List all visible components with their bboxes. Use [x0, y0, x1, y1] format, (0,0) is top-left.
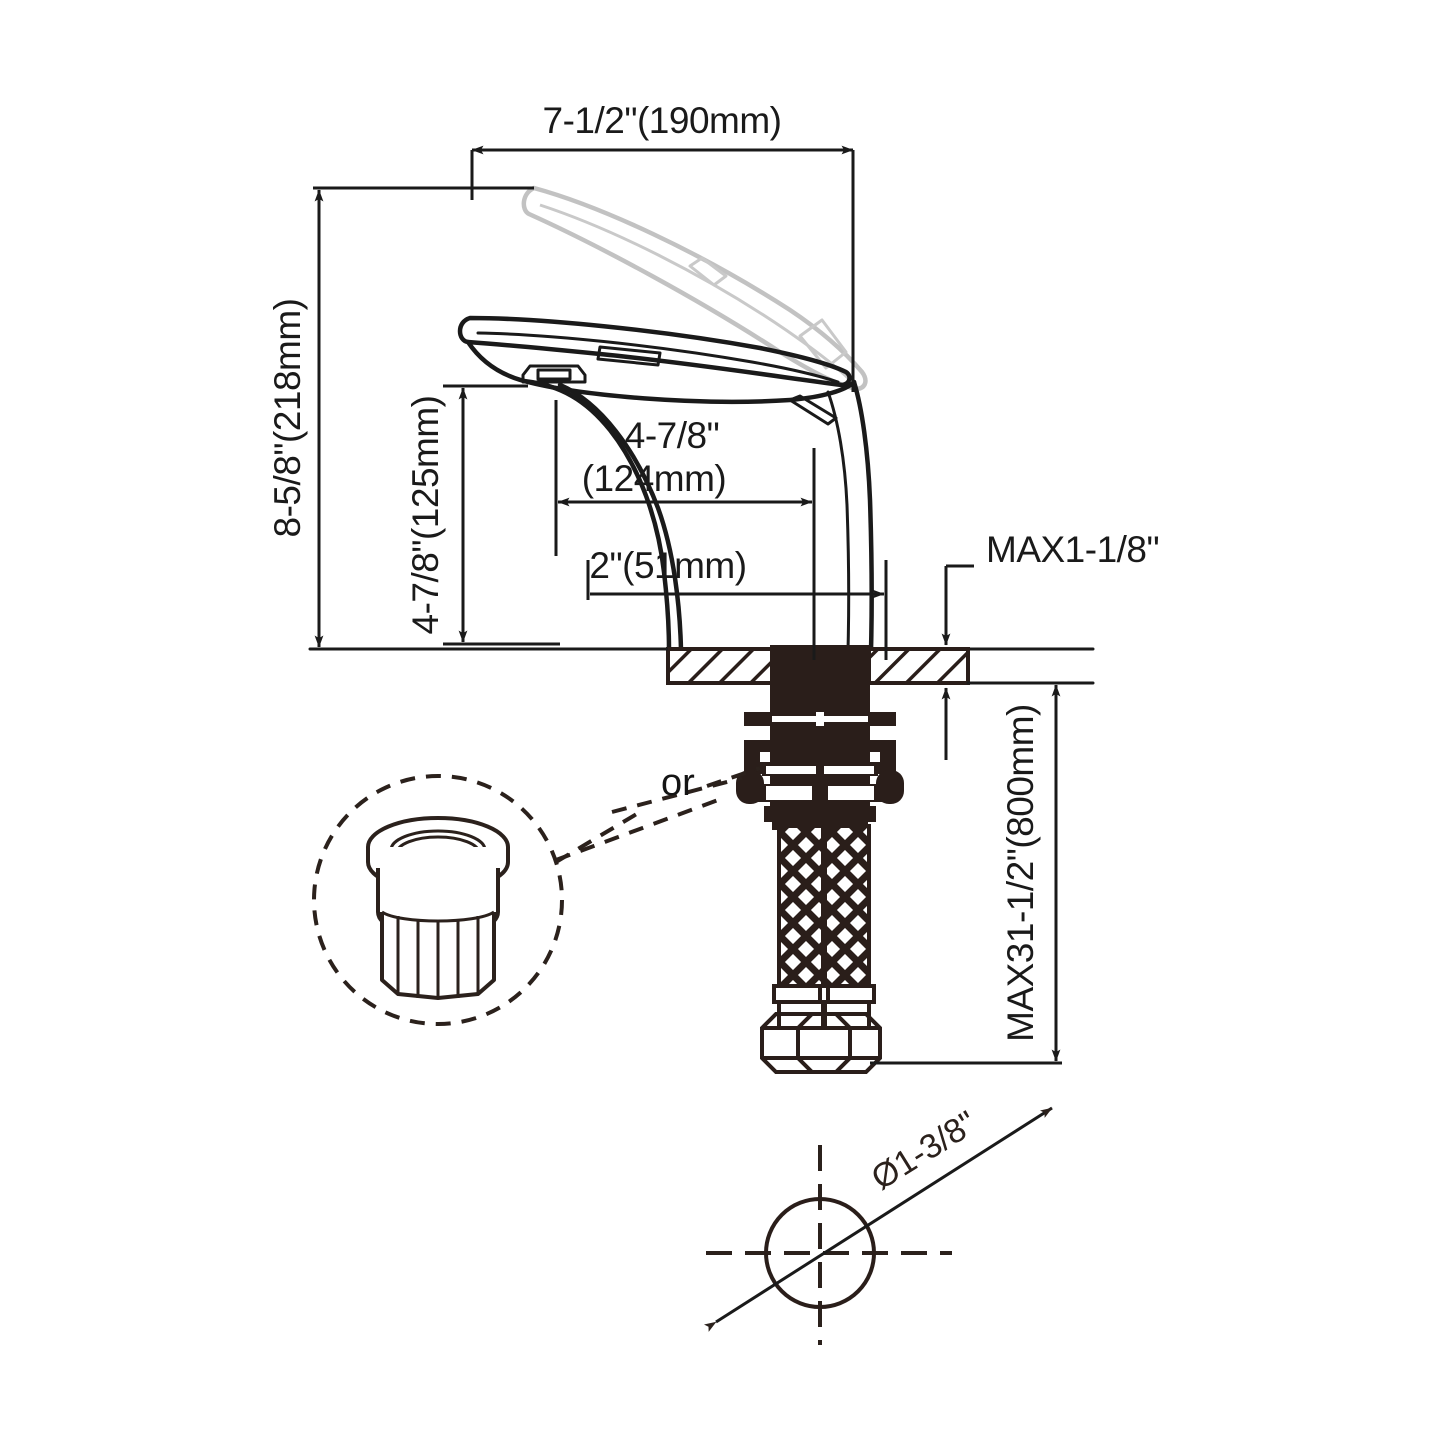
dimension-shank-offset: 2"(51mm)	[586, 545, 888, 660]
alternate-mounting-nut-detail	[366, 816, 510, 1000]
spout-reach-label-line1: 4-7/8"	[625, 415, 719, 456]
dimension-spout-reach: 4-7/8" (124mm)	[554, 400, 816, 660]
countertop-deck	[308, 647, 1095, 685]
spout-reach-label-line2: (124mm)	[582, 458, 727, 499]
faucet-body-outline	[457, 315, 874, 653]
spout-height-label: 4-7/8"(125mm)	[405, 396, 446, 635]
shank-offset-label: 2"(51mm)	[589, 545, 746, 586]
overall-width-label: 7-1/2"(190mm)	[543, 100, 782, 141]
overall-height-label: 8-5/8"(218mm)	[267, 299, 308, 538]
alternative-callout-label: or	[661, 762, 695, 804]
dimension-spout-height: 4-7/8"(125mm)	[405, 384, 560, 646]
dimension-overall-height: 8-5/8"(218mm)	[267, 186, 668, 651]
dimension-max-deck-thickness: MAX1-1/8"	[941, 529, 1160, 760]
braided-supply-hoses	[760, 824, 882, 1074]
dimension-overall-width: 7-1/2"(190mm)	[470, 100, 855, 392]
max-deck-thickness-label: MAX1-1/8"	[986, 529, 1159, 570]
max-supply-length-label: MAX31-1/2"(800mm)	[1000, 704, 1041, 1042]
dimension-max-supply-length: MAX31-1/2"(800mm)	[870, 681, 1062, 1065]
detail-callout-circle: or	[312, 762, 761, 1026]
